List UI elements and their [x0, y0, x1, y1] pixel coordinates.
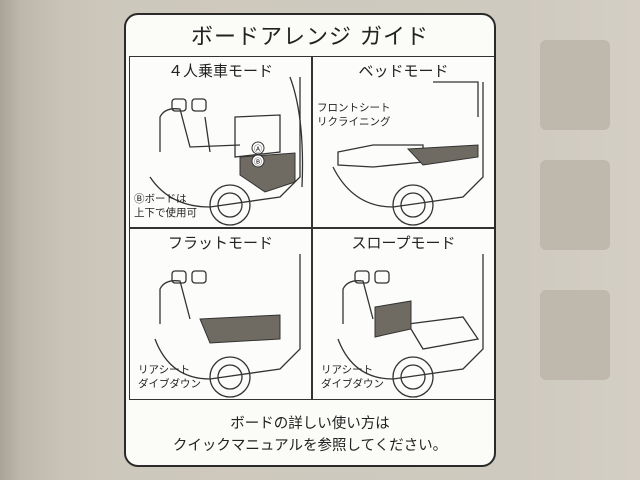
panel-title: ベッドモード: [358, 62, 449, 80]
panel-4-seat-mode: ４人乗車モード Ⓐ Ⓑ Ⓑボードは 上下で使用可: [129, 56, 312, 228]
panel-title: フラットモード: [167, 234, 273, 252]
panel-note: リアシート ダイブダウン: [138, 364, 201, 390]
footer-instructions: ボードの詳しい使い方は クイックマニュアルを参照してください。: [172, 416, 448, 454]
panel-flat-mode: フラットモード リアシート ダイブダウン: [129, 228, 312, 400]
panel-title: スロープモード: [351, 234, 456, 252]
car-interior-illustration: [337, 254, 484, 398]
panel-note: フロントシート リクライニング: [317, 102, 391, 128]
label-title: ボードアレンジ ガイド: [191, 25, 429, 50]
panel-note: リアシート ダイブダウン: [321, 364, 384, 390]
panel-note: Ⓑボードは 上下で使用可: [134, 193, 197, 219]
panel-bed-mode: ベッドモード フロントシート リクライニング: [312, 56, 494, 228]
panel-groove: [540, 40, 610, 130]
car-interior-illustration: [332, 81, 484, 226]
car-interior-illustration: [154, 254, 301, 398]
marker-a: Ⓐ: [254, 145, 262, 154]
car-interior-illustration: Ⓐ Ⓑ: [149, 76, 304, 226]
panel-slope-mode: スロープモード リアシート ダイブダウン: [312, 228, 494, 400]
marker-b: Ⓑ: [254, 158, 262, 167]
panel-title: ４人乗車モード: [167, 62, 273, 80]
panel-groove: [540, 160, 610, 250]
panel-groove: [540, 290, 610, 380]
board-arrange-guide-label: ボードアレンジ ガイド ４人乗車モード Ⓐ Ⓑ Ⓑボードは 上下で使用可: [124, 13, 496, 467]
